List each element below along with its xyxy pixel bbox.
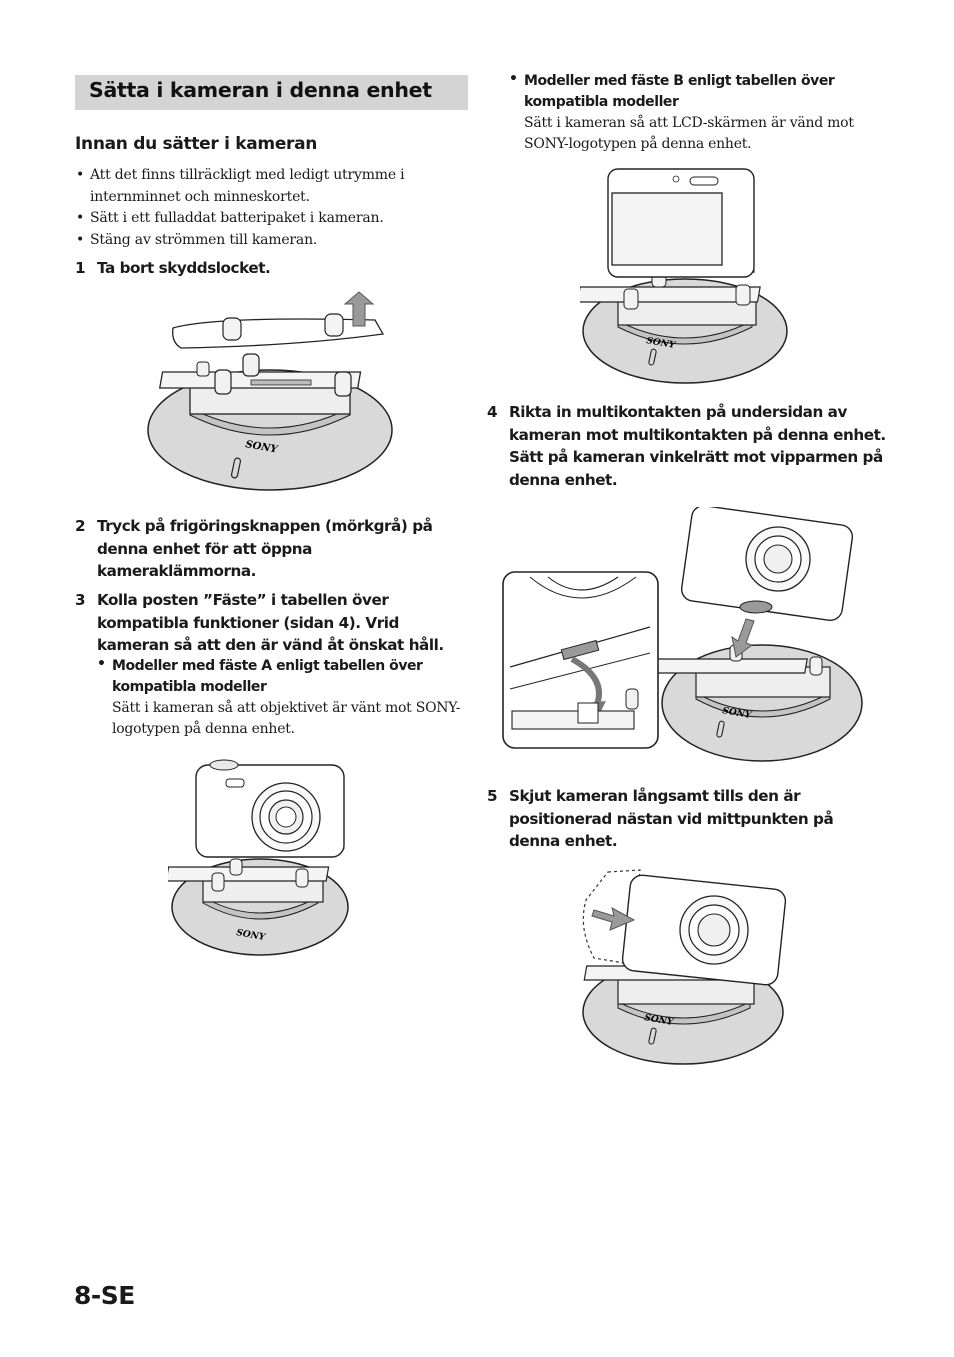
step-3: 3 Kolla posten ”Fäste” i tabellen över k… <box>75 589 475 657</box>
step-4: 4 Rikta in multikontakten på undersidan … <box>487 401 887 491</box>
step-1: 1 Ta bort skyddslocket. <box>75 257 475 280</box>
step-number: 4 <box>487 403 498 421</box>
prep-bullet: Sätt i ett fulladdat batteripaket i kame… <box>75 208 470 230</box>
step-2: 2 Tryck på frigöringsknappen (mörkgrå) p… <box>75 515 475 583</box>
step-number: 5 <box>487 787 498 805</box>
subheading: Innan du sätter i kameran <box>75 134 318 154</box>
step-text: Kolla posten ”Fäste” i tabellen över kom… <box>97 591 444 654</box>
step-text: Tryck på frigöringsknappen (mörkgrå) på … <box>97 517 433 580</box>
figure-remove-cover: SONY <box>147 291 393 491</box>
figure-mount-a: SONY <box>168 759 349 956</box>
mount-a-heading: Modeller med fäste A enligt tabellen öve… <box>112 658 423 695</box>
section-title-bar: Sätta i kameran i denna enhet <box>75 75 468 110</box>
step-5: 5 Skjut kameran långsamt tills den är po… <box>487 785 887 853</box>
mount-a-body: Sätt i kameran så att objektivet är vänt… <box>112 700 461 737</box>
step-text: Skjut kameran långsamt tills den är posi… <box>509 787 834 850</box>
figure-mount-b: SONY <box>580 168 788 384</box>
prep-bullet: Stäng av strömmen till kameran. <box>75 230 470 252</box>
mount-b-body: Sätt i kameran så att LCD-skärmen är vän… <box>524 115 854 152</box>
step-number: 1 <box>75 259 86 277</box>
step-number: 3 <box>75 591 86 609</box>
prep-bullet-list: Att det finns tillräckligt med ledigt ut… <box>75 165 470 251</box>
mount-b-heading: Modeller med fäste B enligt tabellen öve… <box>524 73 835 110</box>
section-title: Sätta i kameran i denna enhet <box>89 78 432 102</box>
step-text: Ta bort skyddslocket. <box>97 259 271 277</box>
page-number: 8-SE <box>74 1281 135 1310</box>
step-text: Rikta in multikontakten på undersidan av… <box>509 403 886 489</box>
mount-a-item: • Modeller med fäste A enligt tabellen ö… <box>97 656 472 740</box>
step-number: 2 <box>75 517 86 535</box>
prep-bullet: Att det finns tillräckligt med ledigt ut… <box>75 165 470 208</box>
figure-align-connector: SONY <box>502 507 863 762</box>
mount-b-item: • Modeller med fäste B enligt tabellen ö… <box>509 71 894 155</box>
figure-slide-camera: SONY <box>582 869 787 1065</box>
